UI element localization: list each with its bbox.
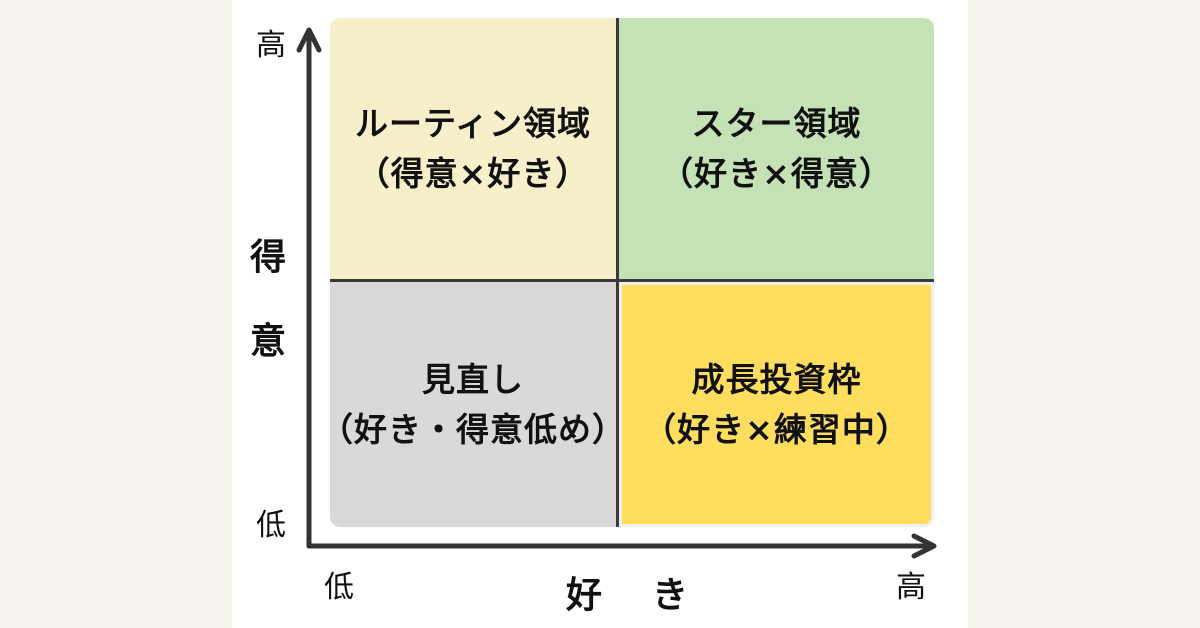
y-axis-low-label: 低: [256, 508, 286, 543]
quadrant-routine: ルーティン領域 （得意×好き）: [330, 18, 616, 279]
y-axis-arrow-icon: [296, 27, 322, 53]
quadrant-review-subtitle: （好き・得意低め）: [320, 409, 626, 449]
x-axis-title-background: [506, 556, 748, 620]
x-axis-low-label: 低: [324, 570, 354, 605]
quadrant-star: スター領域 （好き×得意）: [619, 18, 934, 279]
quadrant-star-subtitle: （好き×得意）: [660, 153, 893, 193]
y-axis-title-background: [236, 170, 300, 410]
quadrant-review-title: 見直し: [422, 359, 524, 399]
y-axis-title-char-2: 意: [250, 321, 287, 362]
x-axis-title-char-2: き: [652, 575, 689, 616]
quadrant-review: 見直し （好き・得意低め）: [320, 282, 625, 527]
x-axis-title-char-1: 好: [566, 575, 603, 616]
quadrant-routine-title: ルーティン領域: [354, 103, 592, 143]
horizontal-divider: [330, 279, 934, 282]
x-axis-high-label: 高: [896, 570, 926, 605]
quadrant-routine-subtitle: （得意×好き）: [356, 153, 590, 193]
quadrant-star-title: スター領域: [691, 103, 862, 143]
y-axis-high-label: 高: [256, 28, 286, 63]
y-axis-title-char-1: 得: [250, 237, 287, 278]
quadrant-growth-investment: 成長投資枠 （好き×練習中）: [619, 282, 934, 527]
quadrant-growth-subtitle: （好き×練習中）: [643, 409, 910, 449]
quadrant-growth-title: 成長投資枠: [691, 359, 862, 399]
vertical-divider: [616, 18, 619, 527]
x-axis-arrow-icon: [911, 533, 937, 559]
